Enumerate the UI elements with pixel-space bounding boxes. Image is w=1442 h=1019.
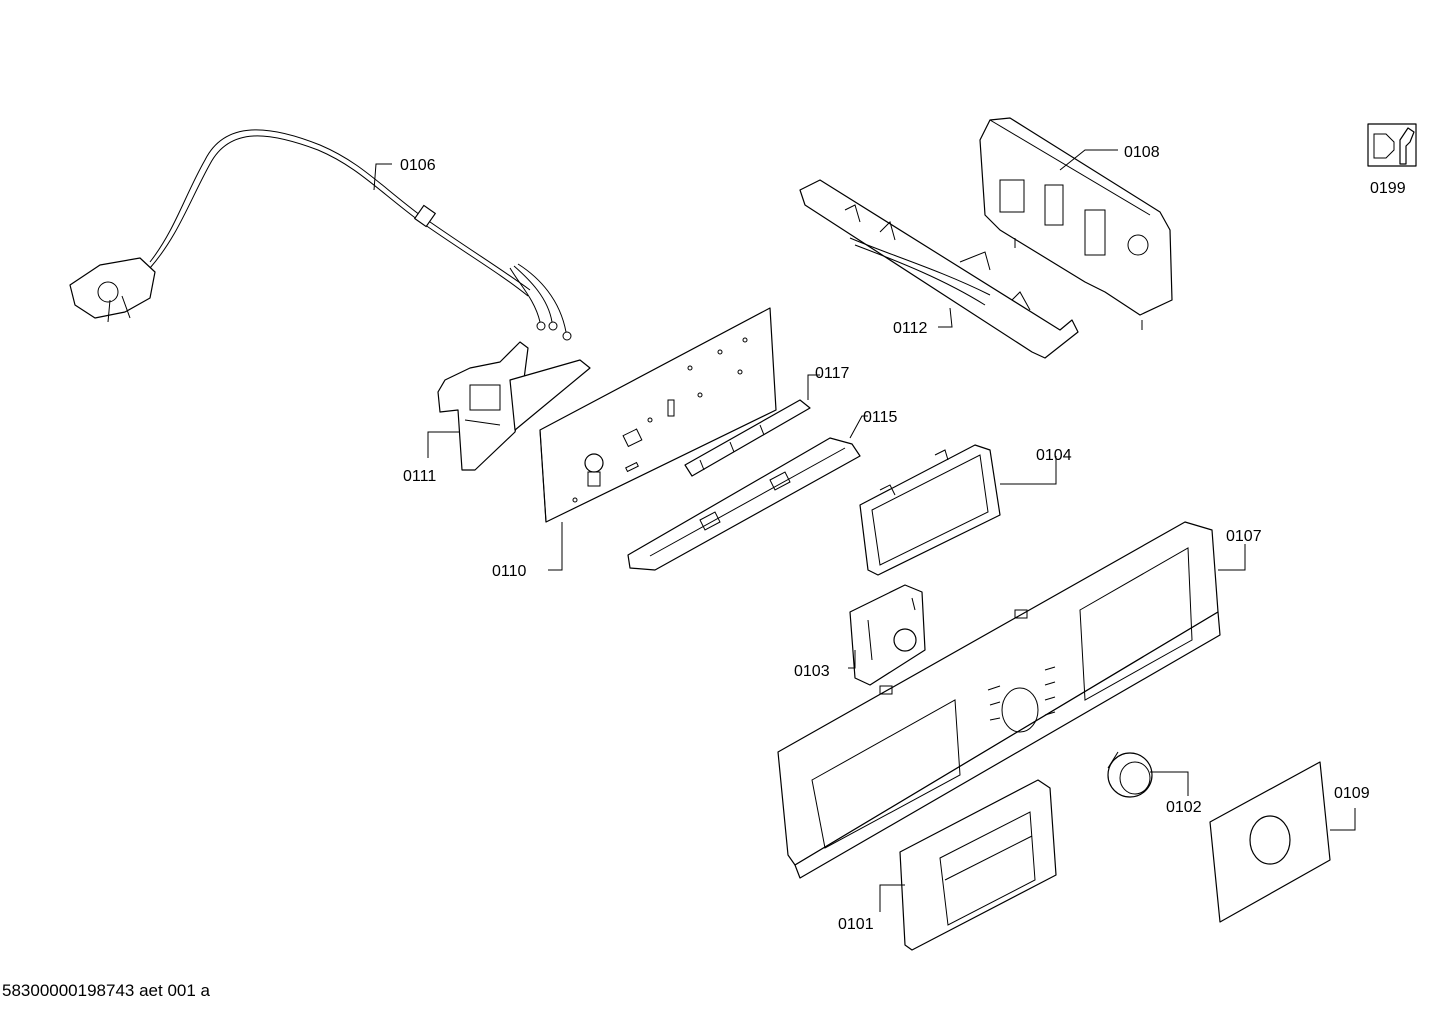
label-0108: 0108 — [1124, 144, 1160, 161]
label-0102: 0102 — [1166, 799, 1202, 816]
wrench-icon — [1373, 133, 1395, 159]
label-0104: 0104 — [1036, 447, 1072, 464]
label-0101: 0101 — [838, 916, 874, 933]
label-0103: 0103 — [794, 663, 830, 680]
part-0102-knob[interactable] — [1107, 751, 1153, 798]
label-0110: 0110 — [492, 563, 527, 580]
part-0199-service-icon[interactable] — [1367, 123, 1417, 167]
drawing-number: 58300000198743 aet 001 a — [2, 981, 210, 1000]
part-0110-control-board[interactable] — [539, 307, 777, 523]
part-0112-bracket[interactable] — [799, 179, 1079, 359]
part-0103-program-selector[interactable] — [849, 584, 926, 686]
label-0106: 0106 — [400, 157, 436, 174]
part-0109-cover-plate[interactable] — [1209, 761, 1331, 923]
part-0111-bracket[interactable] — [437, 341, 591, 471]
label-0109: 0109 — [1334, 785, 1370, 802]
label-0199: 0199 — [1370, 180, 1406, 197]
label-0115: 0115 — [863, 409, 898, 426]
part-0106-power-cord[interactable] — [69, 129, 572, 341]
part-0107-control-panel[interactable] — [777, 521, 1221, 879]
part-0115-light-guide[interactable] — [627, 437, 861, 571]
part-0117-light-guide[interactable] — [684, 399, 811, 477]
label-0107: 0107 — [1226, 528, 1262, 545]
label-0112: 0112 — [893, 320, 928, 337]
leader-lines — [373, 149, 1356, 912]
label-0117: 0117 — [815, 365, 850, 382]
label-0111: 0111 — [403, 468, 436, 485]
part-labels: 0106 0108 0199 0112 0117 0115 0104 0111 … — [400, 144, 1406, 933]
part-0101-drawer-handle[interactable] — [899, 779, 1057, 951]
part-0104-display-window[interactable] — [859, 444, 1001, 576]
part-0108-electronic-module[interactable] — [979, 117, 1173, 330]
